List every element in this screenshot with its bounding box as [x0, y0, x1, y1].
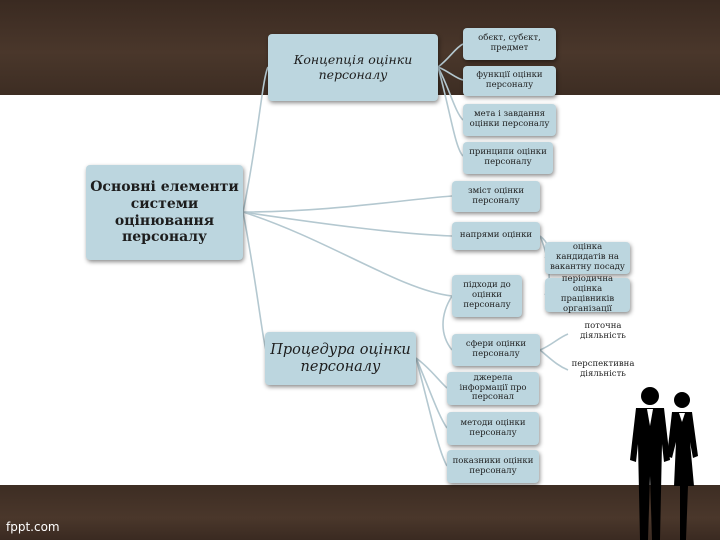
directions-item-candidates: оцінка кандидатів на вакантну посаду [545, 242, 630, 274]
directions-item-periodic: періодична оцінка працівників організаці… [545, 275, 630, 314]
concept-item-functions: функції оцінки персоналу [463, 66, 556, 96]
concept-item-principles: принципи оцінки персоналу [463, 142, 553, 174]
procedure-node: Процедура оцінки персоналу [265, 332, 416, 385]
directions-node: напрями оцінки [452, 222, 540, 250]
procedure-item-sources: джерела інформації про персонал [447, 372, 539, 405]
root-node: Основні елементи системи оцінювання перс… [86, 165, 243, 260]
concept-item-goals: мета і завдання оцінки персоналу [463, 104, 556, 136]
procedure-item-indicators: показники оцінки персоналу [447, 450, 539, 483]
footer-brand: fppt.com [6, 520, 60, 534]
spheres-item-current: поточна діяльність [580, 321, 626, 341]
spheres-item-prospective: перспективна діяльність [571, 359, 635, 379]
business-people-illustration [630, 387, 698, 540]
spheres-node: сфери оцінки персоналу [452, 334, 540, 366]
concept-item-object: обєкт, субєкт, предмет [463, 28, 556, 60]
procedure-item-methods: методи оцінки персоналу [447, 412, 539, 445]
bottom-decorative-band [0, 485, 720, 540]
content-node: зміст оцінки персоналу [452, 181, 540, 212]
approaches-node: підходи до оцінки персоналу [452, 275, 522, 317]
concept-node: Концепція оцінки персоналу [268, 34, 438, 101]
